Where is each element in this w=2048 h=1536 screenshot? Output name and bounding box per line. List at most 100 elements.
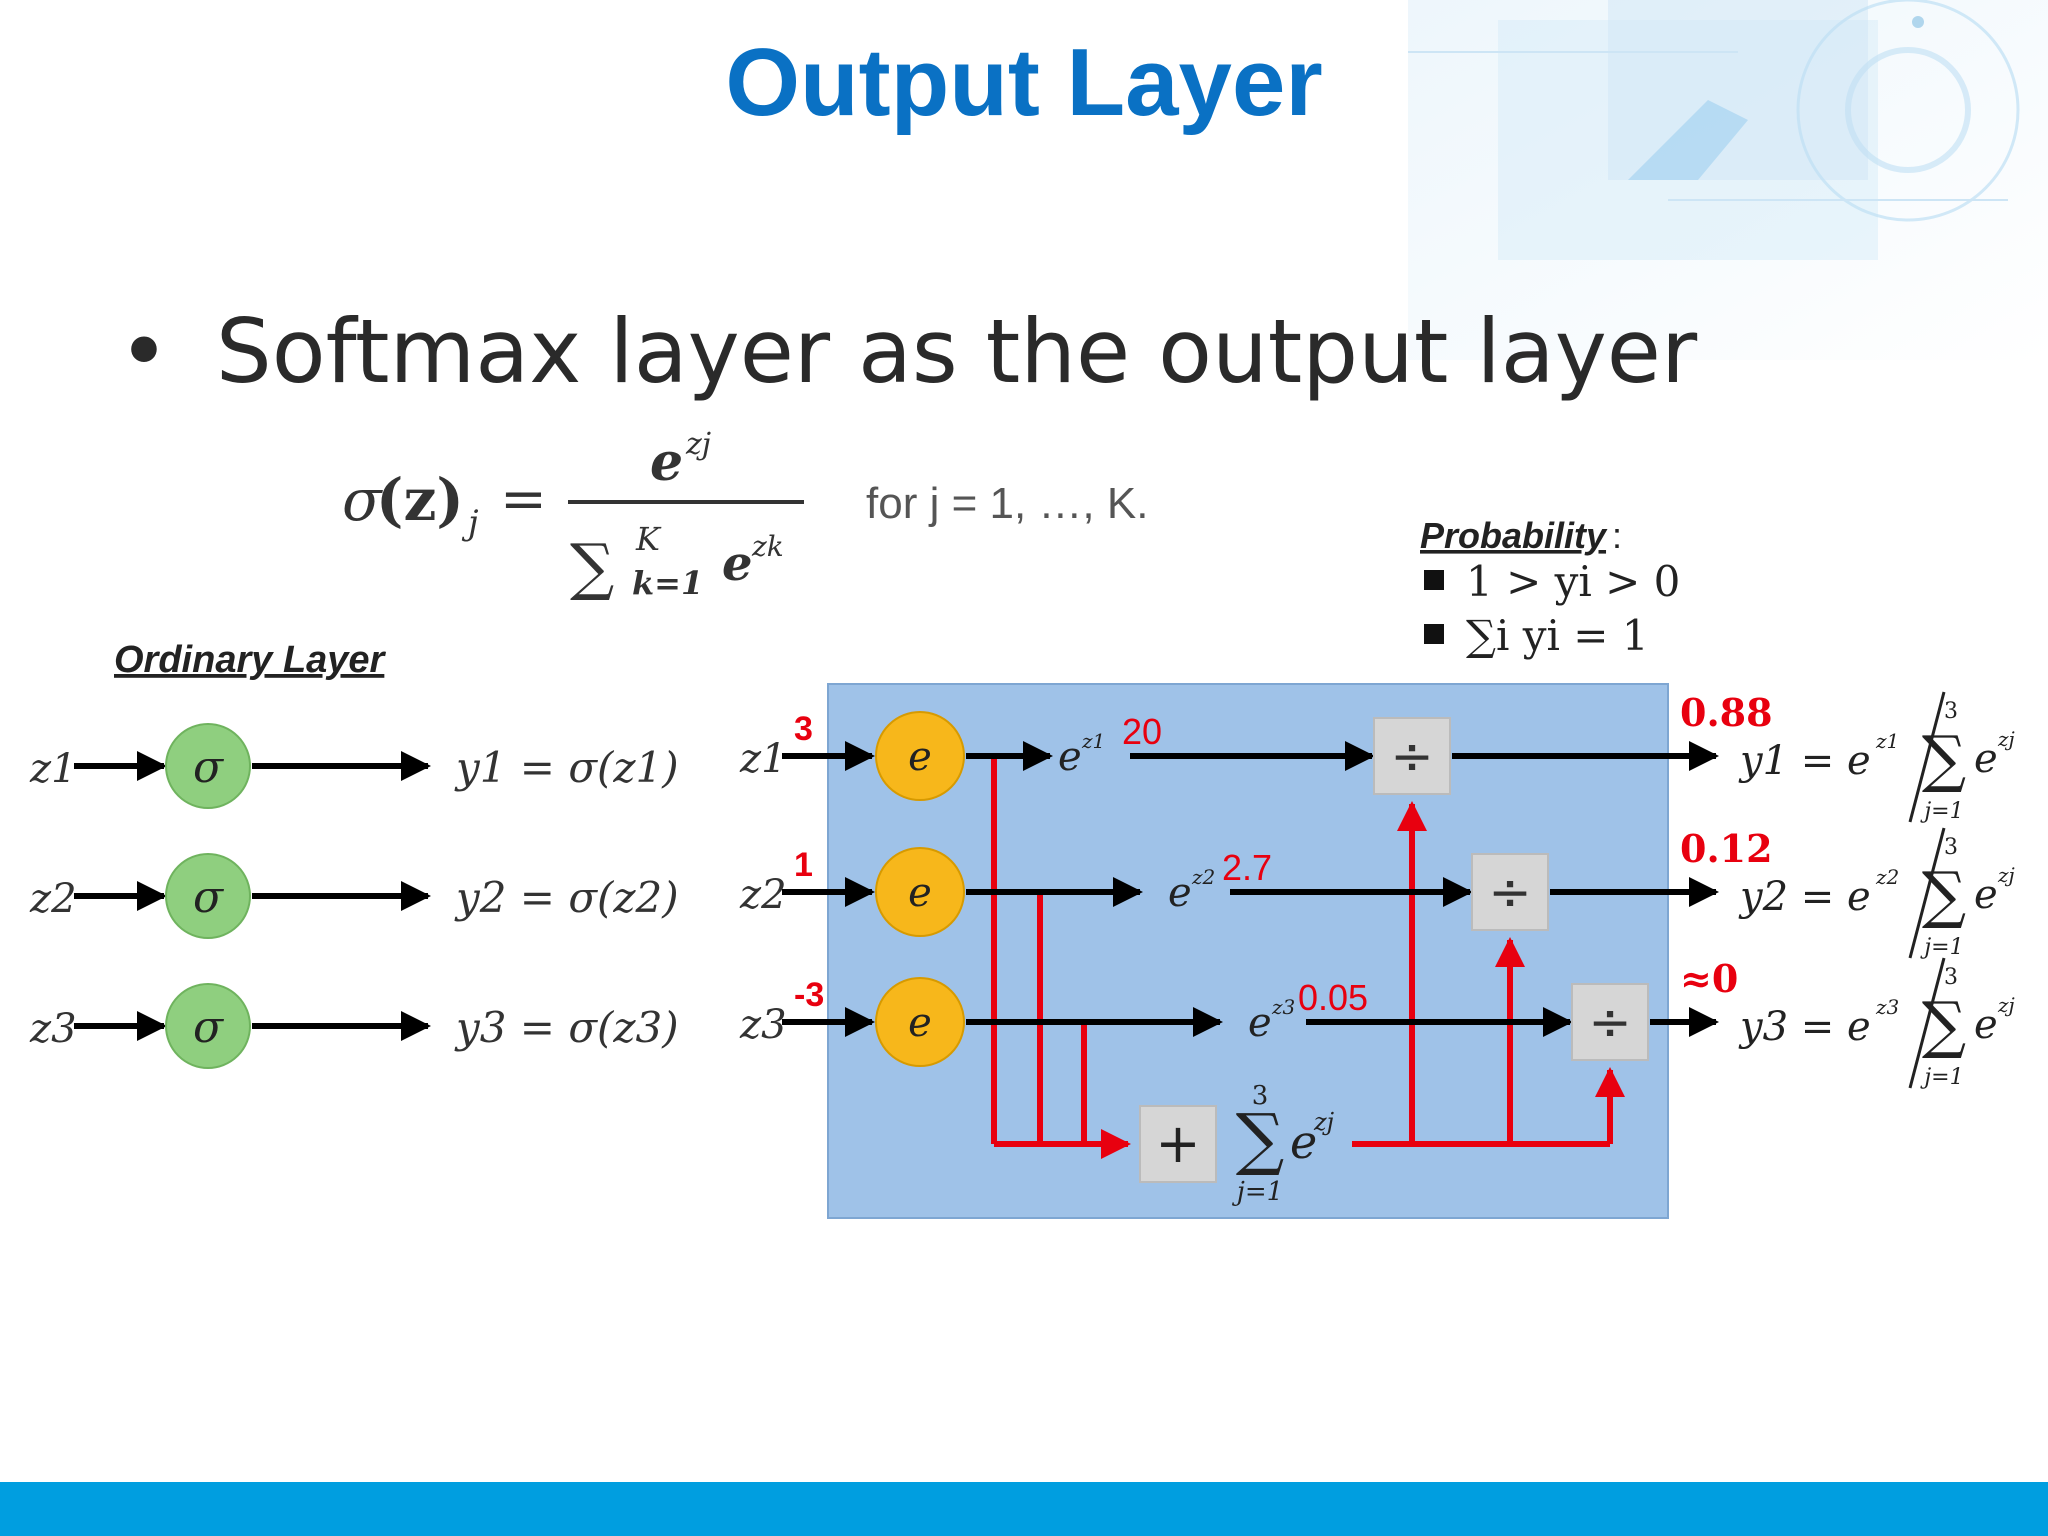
sigma-node-label: σ [193, 742, 225, 793]
bullet-text: Softmax layer as the output layer [215, 300, 1698, 403]
ordinary-row-1: z1 σ y1 = σ(z1) [29, 723, 679, 809]
exp-node-label: e [908, 870, 932, 916]
output-sum-lower: j=1 [1919, 1065, 1963, 1090]
exp-value: 20 [1122, 711, 1162, 752]
divide-icon: ÷ [1488, 863, 1532, 923]
output-sum-term: e [1974, 1002, 1998, 1048]
exp-node-label: e [908, 1000, 932, 1046]
sum-term: e [1290, 1115, 1317, 1169]
output-sum-lower: j=1 [1919, 935, 1963, 960]
probability-heading: Probability [1420, 515, 1608, 556]
exp-label: e [1248, 1000, 1272, 1046]
output-sum-term: e [1974, 736, 1998, 782]
output-sum-term-exp: zj [1997, 863, 2015, 887]
exp-node [875, 847, 965, 937]
formula-sum-upper: K [635, 520, 662, 558]
decorative-background [1408, 0, 2048, 360]
output-formula-sup: z1 [1875, 729, 1899, 753]
formula-numerator-exp: zj [685, 427, 711, 462]
ordinary-input-label: z1 [29, 746, 77, 792]
ordinary-output-formula: y3 = σ(z3) [454, 1003, 679, 1052]
output-sum-lower: j=1 [1919, 799, 1963, 824]
sigma-node [165, 723, 251, 809]
exp-node [875, 711, 965, 801]
formula-numerator: e [650, 432, 683, 493]
sigma-node-label: σ [193, 872, 225, 923]
sigma-node [165, 983, 251, 1069]
plus-box [1139, 1105, 1217, 1183]
output-formula-lhs: y2 = e [1738, 874, 1871, 920]
exp-label-sup: z2 [1191, 865, 1215, 889]
output-sum-term-exp: zj [1997, 727, 2015, 751]
divide-box [1471, 853, 1549, 931]
output-sum-upper: 3 [1944, 699, 1958, 724]
divide-icon: ÷ [1390, 727, 1434, 787]
exp-value: 0.05 [1298, 977, 1368, 1018]
formula-denominator-exp: zk [751, 530, 784, 563]
input-value: 3 [794, 710, 813, 748]
output-formula-sup: z3 [1875, 995, 1899, 1019]
softmax-input-label: z2 [739, 872, 787, 918]
divide-box [1373, 717, 1451, 795]
exp-value: 2.7 [1222, 847, 1272, 888]
sum-term-exp: zj [1313, 1108, 1335, 1136]
output-fraction-slash [1908, 827, 1946, 959]
output-formula-lhs: y1 = e [1738, 738, 1871, 784]
slide-title: Output Layer [725, 29, 1323, 136]
output-fraction-slash [1908, 957, 1946, 1089]
output-sum-upper: 3 [1944, 835, 1958, 860]
input-value: 1 [794, 846, 813, 884]
bullet-item: • Softmax layer as the output layer [118, 300, 1697, 403]
ordinary-row-2: z2 σ y2 = σ(z2) [29, 853, 679, 939]
output-formula-sup: z2 [1875, 865, 1899, 889]
probability-item-2: ∑i yi = 1 [1466, 611, 1649, 660]
exp-label: e [1058, 734, 1082, 780]
formula-equals: = [500, 467, 547, 532]
output-fraction-slash [1908, 691, 1946, 823]
output-sum-upper: 3 [1944, 965, 1958, 990]
output-sum-term-exp: zj [1997, 993, 2015, 1017]
ordinary-layer: Ordinary Layer z1 σ y1 = σ(z1) z2 σ y2 = σ(z2… [29, 639, 679, 1069]
ordinary-input-label: z3 [29, 1006, 77, 1052]
output-probability: 0.88 [1680, 690, 1773, 735]
ordinary-output-formula: y2 = σ(z2) [454, 873, 679, 922]
sigma-node [165, 853, 251, 939]
exp-label-sup: z3 [1271, 995, 1295, 1019]
output-probability: 0.12 [1680, 826, 1773, 871]
probability-bullet-1 [1424, 570, 1444, 590]
formula-sum-sign: ∑ [570, 530, 614, 603]
formula-denominator-base: e [722, 536, 753, 592]
output-probability: ≈0 [1680, 956, 1738, 1001]
bullet-dot: • [118, 300, 170, 403]
formula-condition: for j = 1, …, K. [866, 479, 1148, 528]
output-sum-sign: ∑ [1922, 722, 1966, 795]
exp-node-label: e [908, 734, 932, 780]
sum-lower-limit: j=1 [1232, 1177, 1283, 1207]
ordinary-output-formula: y1 = σ(z1) [454, 743, 679, 792]
output-sum-sign: ∑ [1922, 858, 1966, 931]
plus-icon: + [1155, 1112, 1200, 1175]
probability-item-1: 1 > yi > 0 [1466, 557, 1680, 606]
softmax-input-label: z3 [739, 1002, 787, 1048]
exp-node [875, 977, 965, 1067]
output-sum-sign: ∑ [1922, 988, 1966, 1061]
ordinary-layer-heading: Ordinary Layer [114, 639, 387, 681]
sum-sign: ∑ [1236, 1100, 1285, 1179]
divide-icon: ÷ [1588, 993, 1632, 1053]
output-sum-term: e [1974, 872, 1998, 918]
softmax-panel [827, 683, 1669, 1219]
formula-sum-lower: k=1 [632, 564, 703, 602]
bottom-bar [0, 1482, 2048, 1536]
exp-label: e [1168, 870, 1192, 916]
ordinary-input-label: z2 [29, 876, 77, 922]
formula-sigma: σ [342, 466, 383, 534]
output-formula-lhs: y3 = e [1738, 1004, 1871, 1050]
exp-label-sup: z1 [1081, 729, 1105, 753]
softmax-input-label: z1 [739, 736, 787, 782]
